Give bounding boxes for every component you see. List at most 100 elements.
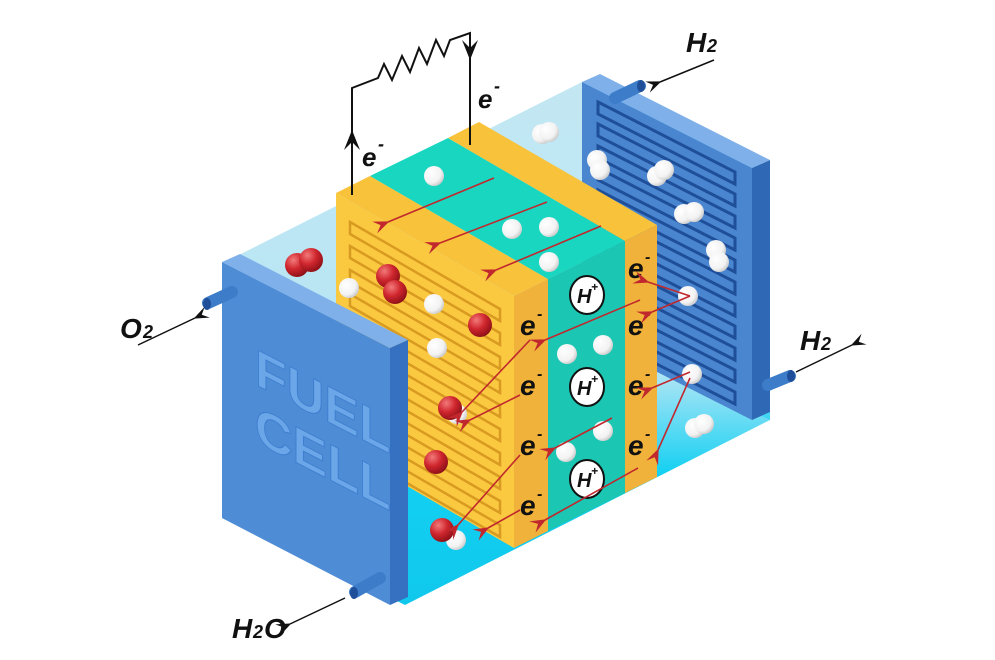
proton-ion: H+ — [569, 275, 605, 315]
pipe-hydrogen-inlet — [609, 80, 646, 104]
svg-text:e: e — [520, 430, 536, 461]
circuit-wire — [351, 31, 471, 195]
hydrogen-molecule — [424, 294, 444, 314]
proton-ion: H+ — [569, 367, 605, 407]
svg-text:H: H — [800, 325, 821, 356]
electron-label: e- — [520, 486, 542, 521]
svg-text:O: O — [264, 613, 286, 644]
circuit-electron-label-right: e - — [478, 76, 500, 114]
svg-text:-: - — [378, 134, 384, 154]
svg-text:H: H — [577, 470, 592, 492]
hydrogen-molecule — [427, 338, 447, 358]
svg-text:e: e — [362, 142, 376, 172]
svg-text:-: - — [645, 366, 650, 383]
hydrogen-molecule — [539, 122, 559, 142]
oxygen-molecule — [430, 518, 454, 542]
svg-text:+: + — [591, 464, 598, 478]
oxygen-molecule — [299, 248, 323, 272]
svg-text:2: 2 — [820, 334, 831, 354]
svg-text:e: e — [628, 310, 644, 341]
svg-text:-: - — [537, 486, 542, 503]
flow-arrow — [480, 225, 602, 282]
svg-text:-: - — [645, 306, 650, 323]
flow-arrow — [372, 177, 495, 234]
svg-text:e: e — [520, 310, 536, 341]
oxygen-molecule — [424, 450, 448, 474]
oxygen-molecule — [468, 313, 492, 337]
flow-arrow — [529, 299, 641, 352]
hydrogen-molecule — [557, 344, 577, 364]
hydrogen-molecule — [539, 217, 559, 237]
hydrogen-molecule — [539, 252, 559, 272]
hydrogen-molecule — [694, 414, 714, 434]
cathode-flow-channel — [348, 291, 502, 396]
svg-text:+: + — [591, 280, 598, 294]
svg-text:2: 2 — [706, 36, 717, 56]
svg-text:2: 2 — [252, 622, 263, 642]
pipe-hydrogen-outlet — [762, 370, 796, 391]
hydrogen-molecule — [590, 160, 610, 180]
flow-arrow — [636, 371, 691, 400]
svg-text:-: - — [537, 366, 542, 383]
hydrogen-molecule — [556, 442, 576, 462]
hydrogen-molecule — [709, 252, 729, 272]
flow-arrow — [447, 339, 531, 427]
svg-text:e: e — [628, 370, 644, 401]
electron-label: e- — [520, 426, 542, 461]
pipe-water-outlet — [349, 572, 386, 599]
svg-text:e: e — [520, 370, 536, 401]
flow-arrow — [646, 377, 691, 466]
cathode-flow-channel — [348, 243, 502, 348]
flow-arrow — [472, 509, 521, 541]
svg-text:-: - — [645, 426, 650, 443]
label-oxygen-in: O 2 — [120, 306, 210, 346]
svg-text:e: e — [628, 253, 644, 284]
flow-arrow — [529, 467, 639, 533]
electron-label: e- — [520, 306, 542, 341]
svg-text:-: - — [537, 426, 542, 443]
cathode-flow-channel — [348, 219, 502, 324]
svg-text:2: 2 — [142, 322, 153, 342]
hydrogen-molecule — [593, 421, 613, 441]
anode-flow-channel — [596, 99, 737, 187]
svg-text:H: H — [577, 286, 592, 308]
anode-flow-channel — [596, 121, 737, 209]
hydrogen-molecule — [593, 335, 613, 355]
svg-text:O: O — [120, 313, 142, 344]
label-hydrogen-out: H 2 — [795, 325, 867, 373]
hydrogen-molecule — [682, 364, 702, 384]
svg-text:H: H — [577, 378, 592, 400]
hydrogen-molecule — [424, 166, 444, 186]
svg-text:+: + — [591, 372, 598, 386]
oxygen-molecule — [383, 280, 407, 304]
cathode-flow-channel — [348, 267, 502, 372]
flow-arrow — [539, 417, 613, 461]
hydrogen-molecule — [684, 202, 704, 222]
electron-label: e- — [628, 426, 650, 461]
proton-ions: H+H+H+ — [569, 275, 605, 499]
svg-text:-: - — [494, 76, 500, 96]
svg-text:H: H — [686, 27, 707, 58]
hydrogen-molecule — [654, 160, 674, 180]
svg-text:-: - — [537, 306, 542, 323]
flow-arrows — [372, 177, 691, 541]
proton-ion: H+ — [569, 459, 605, 499]
flow-arrow — [454, 394, 521, 433]
oxygen-molecule — [438, 396, 462, 420]
svg-text:e: e — [478, 84, 492, 114]
external-circuit — [344, 31, 478, 195]
flow-arrow — [443, 454, 521, 541]
label-water-out: H 2 O — [232, 597, 346, 644]
svg-text:H: H — [232, 613, 253, 644]
gas-molecules — [285, 122, 729, 550]
hydrogen-molecule — [502, 219, 522, 239]
flow-arrow — [424, 201, 548, 255]
svg-text:-: - — [645, 249, 650, 266]
cathode-plate: FUEL CELL — [222, 254, 408, 605]
svg-text:e: e — [628, 430, 644, 461]
flow-arrow — [632, 271, 691, 297]
hydrogen-molecule — [339, 278, 359, 298]
electron-label: e- — [520, 366, 542, 401]
